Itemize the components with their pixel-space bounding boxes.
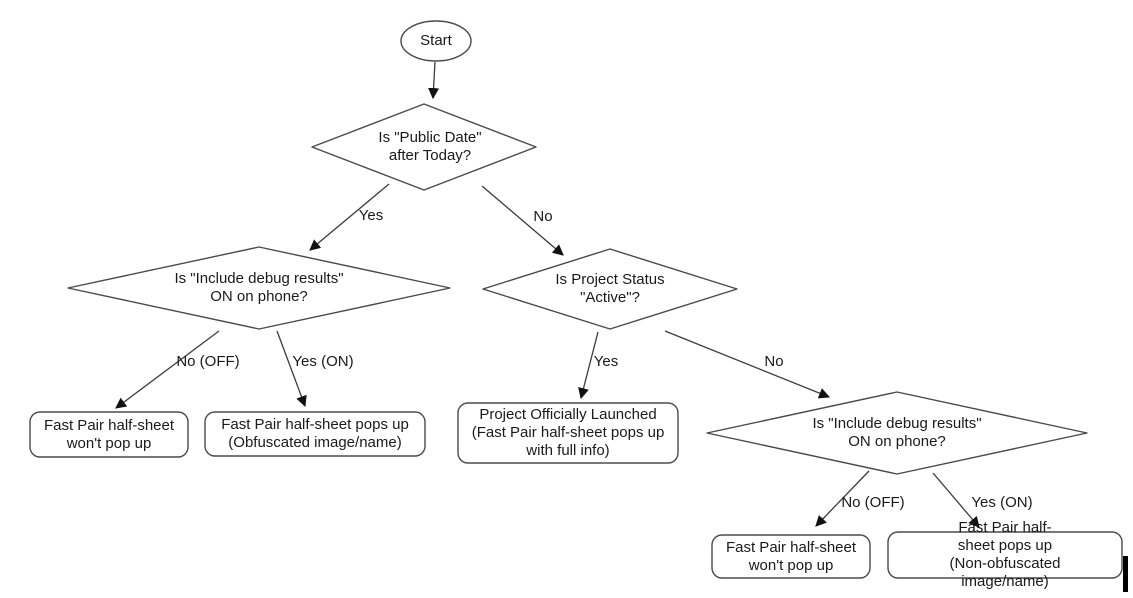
decision-debug-left-shape xyxy=(67,246,451,330)
text-cursor xyxy=(1123,556,1128,592)
edge-debug-right-yes xyxy=(932,472,980,528)
edge-label-project-status-yes: Yes xyxy=(593,353,619,370)
decision-project-status-shape xyxy=(482,248,738,330)
start-node-shape xyxy=(400,20,472,62)
edge-debug-left-yes xyxy=(276,330,307,408)
result-wont-popup-left-shape xyxy=(29,411,189,458)
decision-public-date-shape xyxy=(311,103,537,191)
start-node-label: Start xyxy=(420,32,452,49)
result-non-obfuscated-shape xyxy=(887,531,1123,579)
result-launched-label: Project Officially Launched (Fast Pair h… xyxy=(471,406,665,459)
decision-debug-right-label: Is "Include debug results" ON on phone? xyxy=(812,415,982,450)
edge-label-debug-right-no: No (OFF) xyxy=(841,494,905,511)
edge-label-debug-left-no: No (OFF) xyxy=(176,353,240,370)
edge-label-public-date-no: No xyxy=(533,208,553,225)
edge-public-date-yes xyxy=(309,183,390,251)
decision-public-date-label: Is "Public Date" after Today? xyxy=(378,129,482,164)
result-wont-popup-right-label: Fast Pair half-sheet won't pop up xyxy=(725,539,857,574)
result-launched-shape xyxy=(457,402,679,464)
edge-project-status-no xyxy=(664,330,831,399)
edge-label-project-status-no: No xyxy=(764,353,784,370)
edge-project-status-yes xyxy=(578,331,599,400)
edge-debug-left-no xyxy=(115,330,220,409)
edge-debug-right-no xyxy=(815,470,870,527)
edge-label-debug-left-yes: Yes (ON) xyxy=(292,353,354,370)
edge-public-date-no xyxy=(481,185,564,256)
result-wont-popup-right-shape xyxy=(711,534,871,579)
decision-debug-left-label: Is "Include debug results" ON on phone? xyxy=(174,270,344,305)
edge-start-to-public-date xyxy=(428,61,440,100)
decision-debug-right-shape xyxy=(706,391,1088,475)
decision-project-status-label: Is Project Status "Active"? xyxy=(555,271,665,306)
result-non-obfuscated-label: Fast Pair half-sheet pops up (Non-obfusc… xyxy=(949,519,1061,590)
edge-label-public-date-yes: Yes xyxy=(358,207,384,224)
result-obfuscated-label: Fast Pair half-sheet pops up (Obfuscated… xyxy=(221,416,409,451)
edge-label-debug-right-yes: Yes (ON) xyxy=(971,494,1033,511)
result-obfuscated-shape xyxy=(204,411,426,457)
result-wont-popup-left-label: Fast Pair half-sheet won't pop up xyxy=(43,417,175,452)
